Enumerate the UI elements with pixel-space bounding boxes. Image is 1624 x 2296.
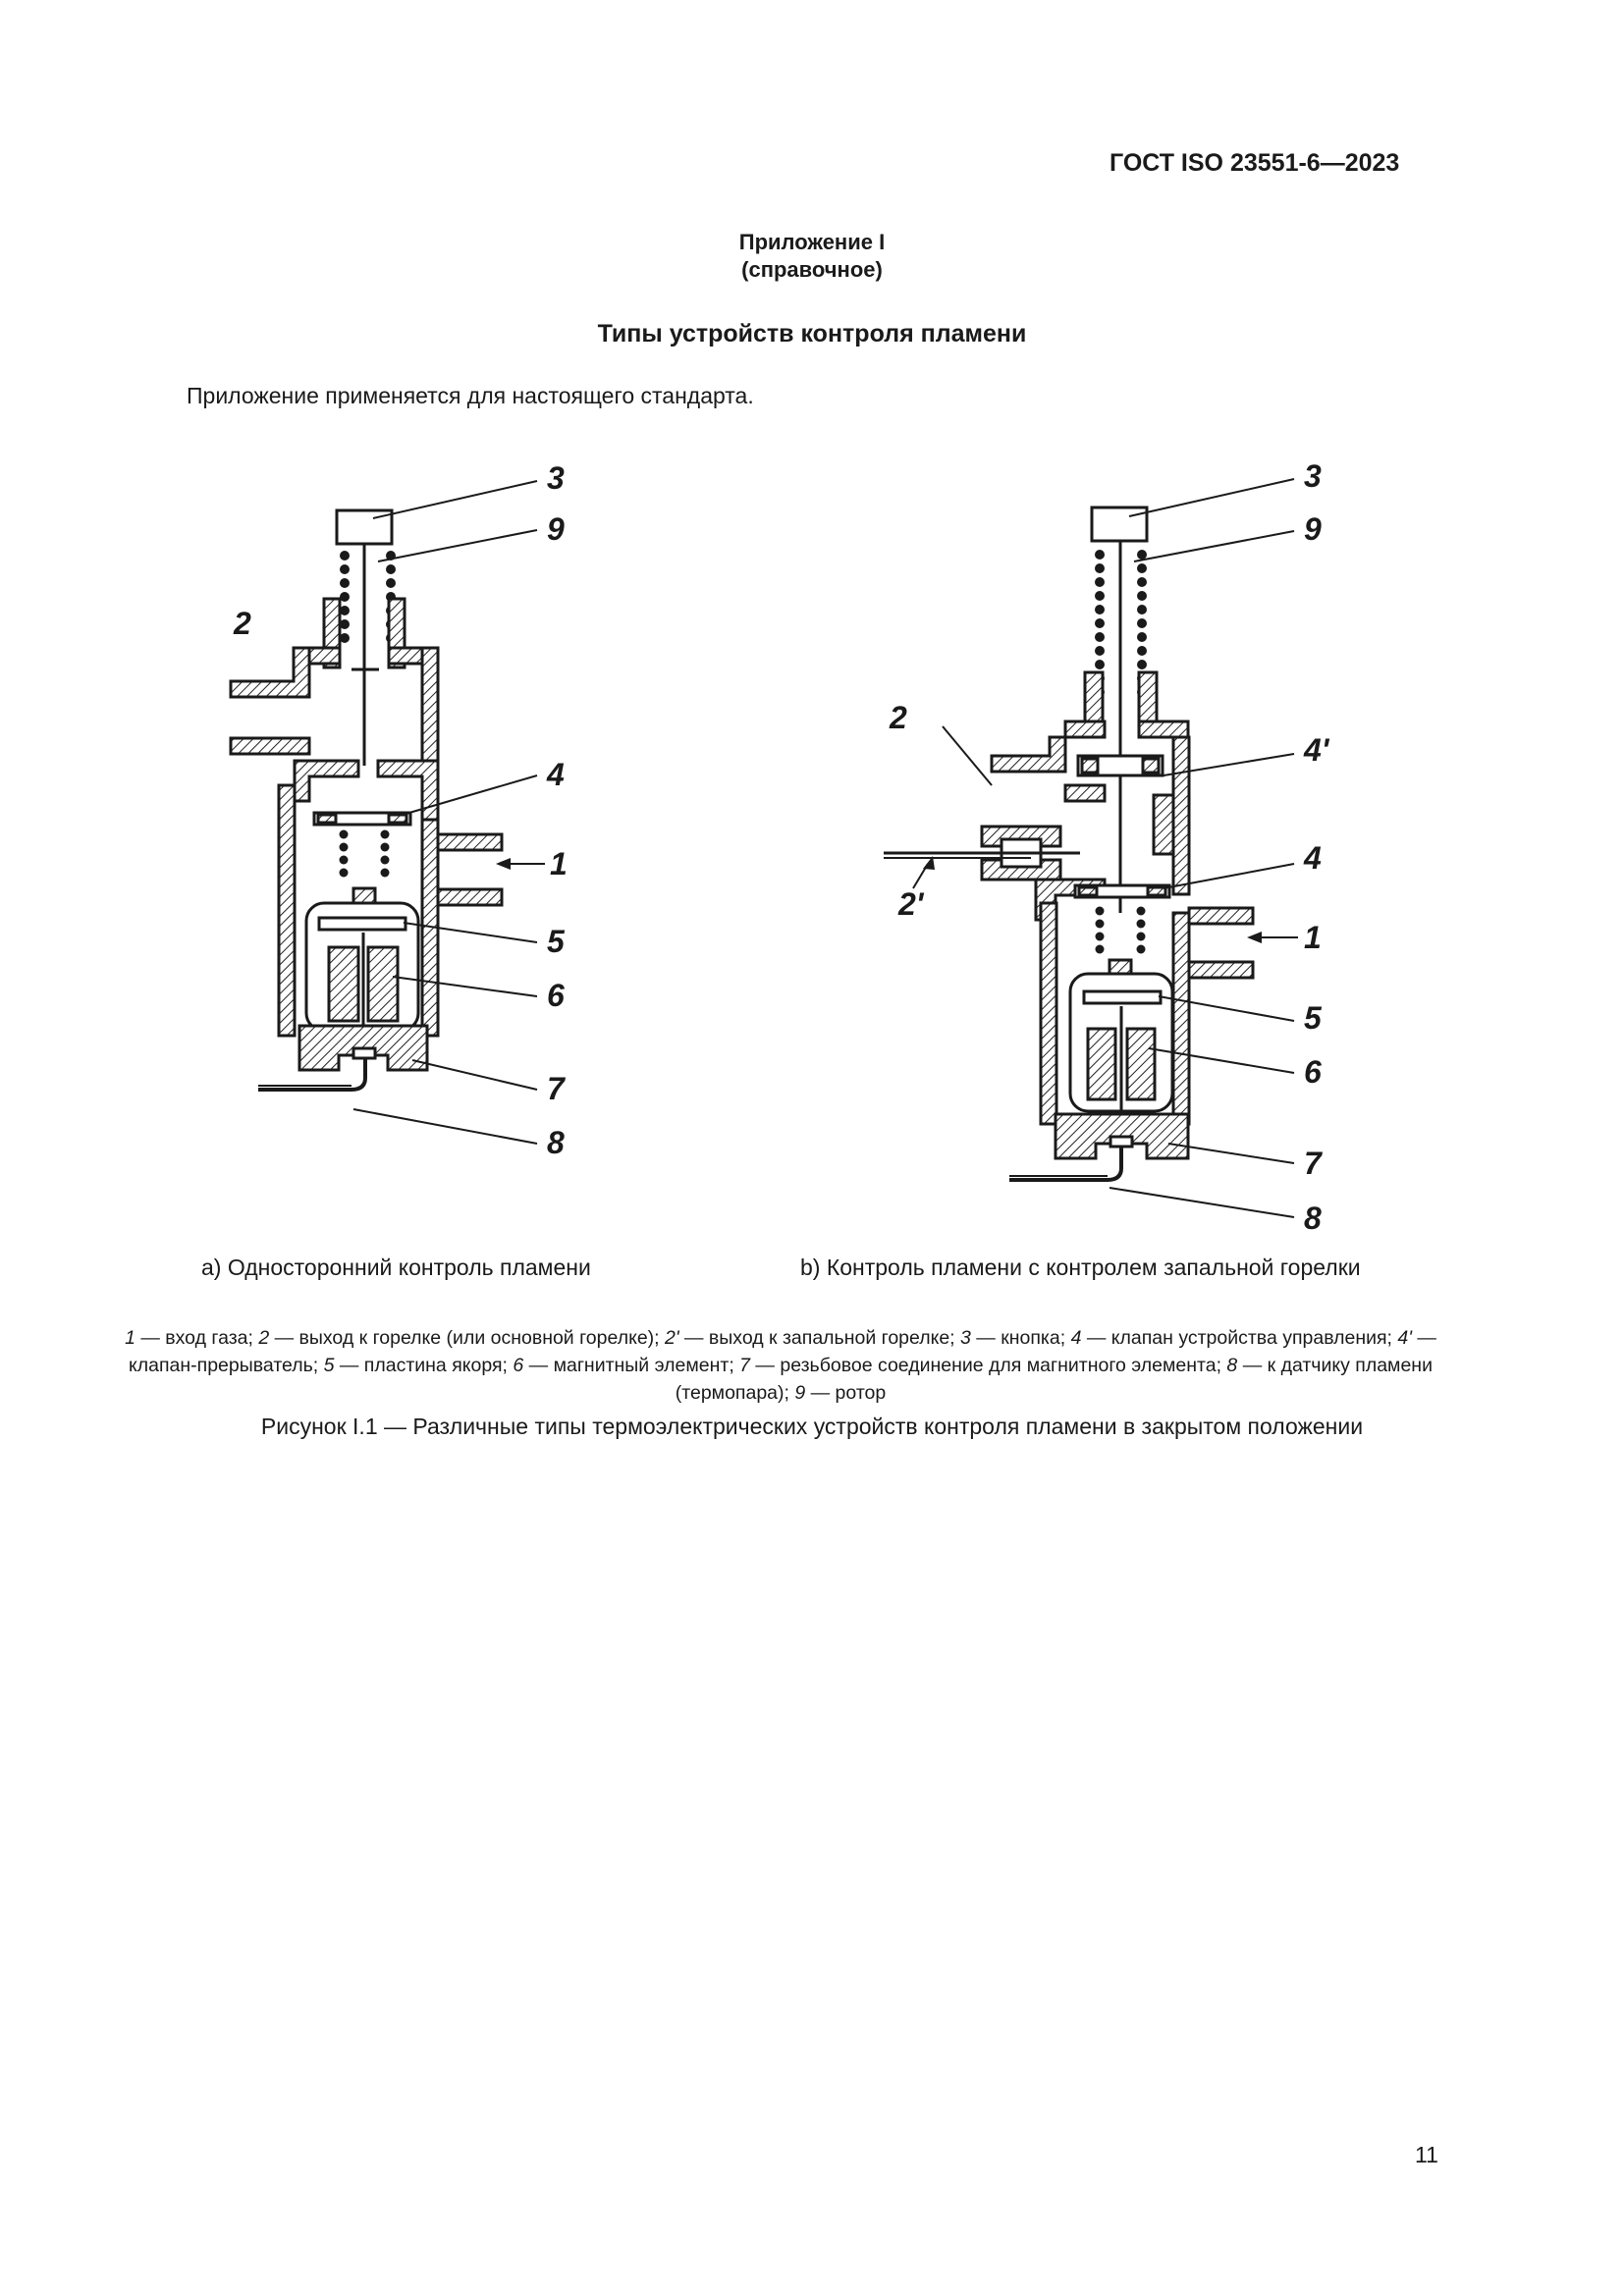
- diagram-b-leaders: [912, 478, 1295, 1218]
- diagram-a-label-4: 4: [546, 757, 565, 792]
- diagram-a-label-2: 2: [233, 606, 251, 641]
- diagram-b: [884, 506, 1255, 1182]
- diagram-a-magnet: [327, 945, 400, 1023]
- diagram-a-spring: [340, 551, 396, 643]
- figure-drawings: 3 9 2 4 1 5 6 7 8: [229, 458, 1330, 1236]
- diagram-b-label-4-prime: 4': [1303, 732, 1330, 768]
- subfigure-a-caption: а) Односторонний контроль пламени: [201, 1255, 591, 1280]
- legend-item-number: 9: [794, 1382, 806, 1404]
- figure-caption: Рисунок I.1 — Различные типы термоэлектр…: [260, 1414, 1364, 1439]
- legend-item-number: 5: [323, 1355, 335, 1376]
- diagram-b-label-8: 8: [1304, 1201, 1322, 1236]
- legend-item-number: 2': [665, 1327, 679, 1349]
- diagram-a-button: [335, 508, 394, 546]
- diagram-a-label-5: 5: [547, 924, 566, 959]
- legend-item-text: — клапан устройства управления;: [1081, 1327, 1398, 1349]
- diagram-a-armature-plate: [317, 916, 407, 932]
- legend-item-text: — резьбовое соединение для магнитного эл…: [750, 1355, 1227, 1376]
- intro-paragraph: Приложение применяется для настоящего ст…: [187, 383, 754, 408]
- document-code: ГОСТ ISO 23551-6—2023: [1110, 149, 1400, 177]
- diagram-b-label-3: 3: [1304, 458, 1322, 494]
- legend-item-text: — кнопка;: [970, 1327, 1071, 1349]
- diagram-b-label-1: 1: [1304, 920, 1322, 955]
- figure-legend: 1 — вход газа; 2 — выход к горелке (или …: [118, 1324, 1443, 1407]
- diagram-b-label-7: 7: [1304, 1146, 1324, 1181]
- diagram-b-label-4: 4: [1303, 840, 1322, 876]
- appendix-title: Приложение I: [738, 230, 886, 254]
- legend-item-text: — выход к горелке (или основной горелке)…: [269, 1327, 665, 1349]
- diagram-a-label-9: 9: [547, 511, 565, 547]
- diagram-b-button: [1090, 506, 1149, 543]
- legend-item-number: 3: [960, 1327, 971, 1349]
- diagram-b-armature-plate: [1082, 989, 1163, 1005]
- legend-item-number: 2: [258, 1327, 270, 1349]
- legend-item-number: 7: [739, 1355, 751, 1376]
- diagram-a-label-3: 3: [547, 460, 565, 496]
- legend-item-number: 4': [1397, 1327, 1412, 1349]
- page-number: 11: [1415, 2142, 1438, 2167]
- diagram-b-label-2: 2: [889, 700, 907, 735]
- diagram-a-label-1: 1: [550, 846, 568, 881]
- subfigure-b-caption: b) Контроль пламени с контролем запально…: [800, 1255, 1361, 1280]
- diagram-b-pilot-arrow: [923, 856, 935, 870]
- legend-item-text: — клапан-прерыватель;: [129, 1327, 1436, 1376]
- diagram-a-label-6: 6: [547, 978, 565, 1013]
- diagram-a-label-8: 8: [547, 1125, 565, 1160]
- appendix-note: (справочное): [741, 257, 883, 282]
- diagram-a-leaders: [352, 480, 538, 1145]
- legend-item-text: — вход газа;: [135, 1327, 259, 1349]
- diagram-b-inlet-arrow: [1247, 932, 1298, 943]
- diagram-a-label-7: 7: [547, 1071, 567, 1106]
- diagram-b-magnet: [1086, 1027, 1157, 1101]
- diagram-a-inlet-arrow: [496, 858, 545, 870]
- diagram-b-label-6: 6: [1304, 1054, 1322, 1090]
- legend-item-text: — выход к запальной горелке;: [678, 1327, 961, 1349]
- section-title: Типы устройств контроля пламени: [597, 320, 1027, 347]
- legend-item-text: — магнитный элемент;: [523, 1355, 740, 1376]
- diagram-b-label-9: 9: [1304, 511, 1322, 547]
- diagram-b-label-5: 5: [1304, 1000, 1323, 1036]
- legend-item-text: — пластина якоря;: [334, 1355, 514, 1376]
- diagram-a: [229, 508, 504, 1092]
- diagram-b-label-2-prime: 2': [897, 886, 925, 922]
- legend-item-number: 6: [513, 1355, 524, 1376]
- legend-item-text: — к датчику пламени (термопара);: [675, 1355, 1433, 1404]
- legend-item-number: 1: [125, 1327, 135, 1349]
- legend-item-number: 4: [1070, 1327, 1082, 1349]
- legend-item-number: 8: [1226, 1355, 1238, 1376]
- legend-item-text: — ротор: [805, 1382, 887, 1404]
